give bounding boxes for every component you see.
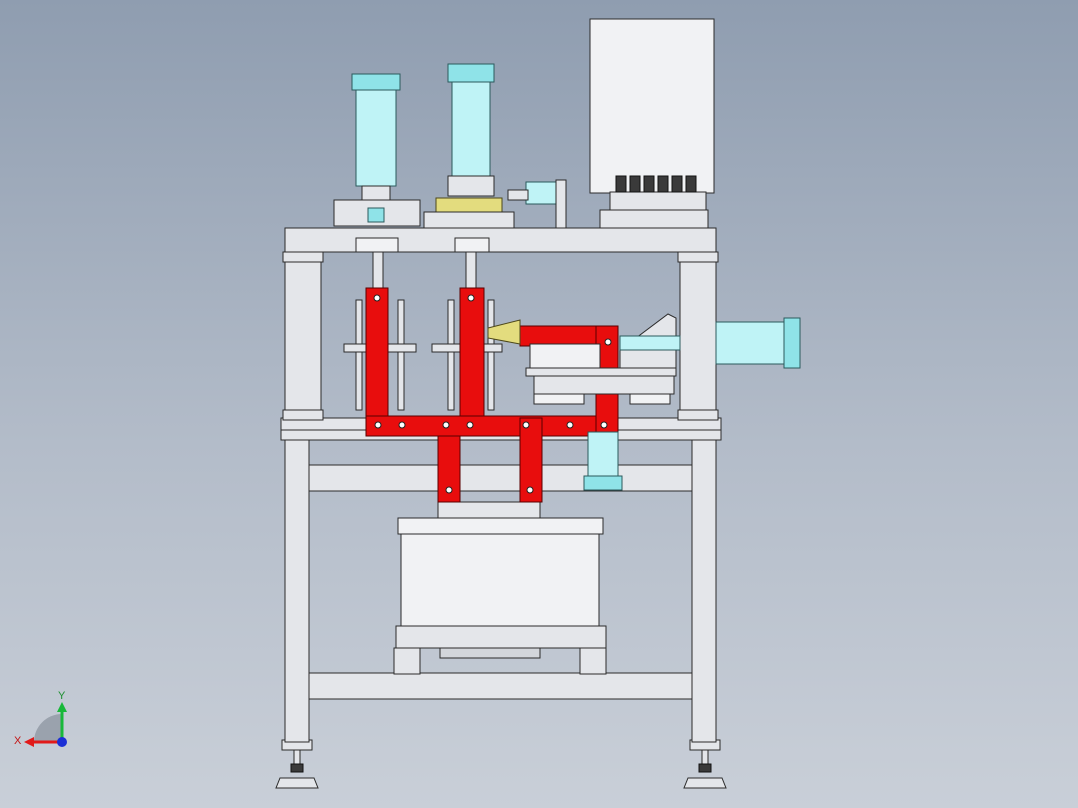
leveling-foot-right	[683, 739, 727, 789]
top-cylinder-right	[423, 63, 515, 229]
small-horizontal-cylinder	[507, 179, 567, 229]
axis-x-label: X	[14, 735, 22, 747]
lower-box-unit	[393, 501, 607, 675]
red-fixture	[365, 287, 619, 503]
leveling-foot-left	[275, 739, 319, 789]
axis-triad: Y X	[14, 690, 67, 747]
electrical-cabinet	[589, 18, 715, 229]
top-cylinder-left	[333, 73, 421, 227]
axis-y-label: Y	[58, 690, 66, 702]
lower-cylinder	[583, 431, 623, 491]
right-horizontal-cylinder	[619, 317, 801, 369]
upper-frame	[282, 227, 719, 421]
